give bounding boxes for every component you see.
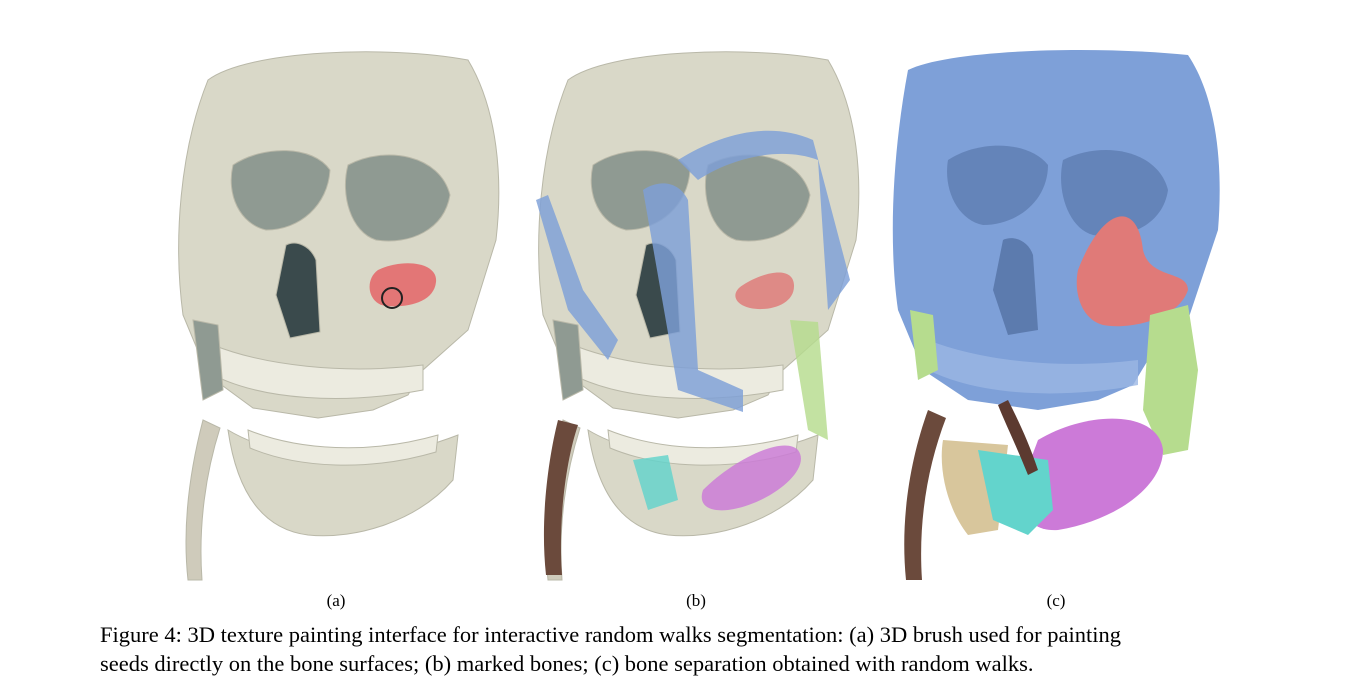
marked-seeds bbox=[536, 130, 850, 511]
panel-label-a: (a) bbox=[326, 591, 346, 610]
figure-caption: Figure 4: 3D texture painting interface … bbox=[100, 620, 1300, 678]
right-orbit bbox=[704, 154, 811, 242]
panel-label-c: (c) bbox=[1046, 591, 1066, 610]
left-ramus bbox=[192, 319, 224, 401]
cyan-seed-patch bbox=[633, 455, 678, 510]
magenta-seed-patch bbox=[701, 445, 801, 511]
nasal-cavity bbox=[275, 242, 321, 339]
nasal-cavity bbox=[993, 238, 1038, 335]
left-orbit bbox=[230, 150, 331, 231]
skull-illustration-b bbox=[536, 51, 860, 581]
skull-illustration-a bbox=[178, 51, 500, 581]
right-orbit bbox=[344, 154, 451, 242]
brown-tube-back bbox=[998, 400, 1038, 475]
blue-seed-stroke-side bbox=[536, 195, 618, 360]
caption-line-2: seeds directly on the bone surfaces; (b)… bbox=[100, 651, 1034, 676]
brush-cursor-icon bbox=[381, 287, 403, 309]
cranium bbox=[178, 51, 500, 419]
skull-panel-a bbox=[168, 40, 508, 585]
zygoma-segment bbox=[1076, 216, 1188, 327]
ramus-segment-left bbox=[910, 310, 938, 380]
blue-seed-stroke-lower bbox=[643, 183, 743, 412]
brown-tube-segment bbox=[904, 410, 946, 580]
brown-seed-tube bbox=[543, 420, 578, 575]
upper-teeth bbox=[212, 344, 424, 399]
green-seed-patch bbox=[790, 320, 828, 440]
lower-teeth bbox=[247, 429, 439, 466]
left-ramus bbox=[552, 319, 584, 401]
upper-teeth bbox=[928, 340, 1138, 394]
left-orbit bbox=[947, 145, 1048, 225]
red-seed-patch bbox=[735, 272, 795, 310]
ramus-segment-right bbox=[1143, 305, 1198, 455]
skull-bone-base bbox=[178, 51, 500, 581]
blue-seed-stroke-upper bbox=[678, 130, 850, 310]
magenta-jaw-segment bbox=[1021, 418, 1163, 531]
orbital-brush-seed bbox=[369, 263, 437, 309]
panel-label-b: (b) bbox=[686, 591, 706, 610]
skull-panel-b bbox=[528, 40, 868, 585]
right-orbit bbox=[1061, 150, 1168, 236]
caption-line-1: Figure 4: 3D texture painting interface … bbox=[100, 622, 1121, 647]
skull-illustration-c bbox=[892, 50, 1220, 580]
tube bbox=[185, 419, 221, 581]
skull-panel-c bbox=[888, 40, 1228, 585]
